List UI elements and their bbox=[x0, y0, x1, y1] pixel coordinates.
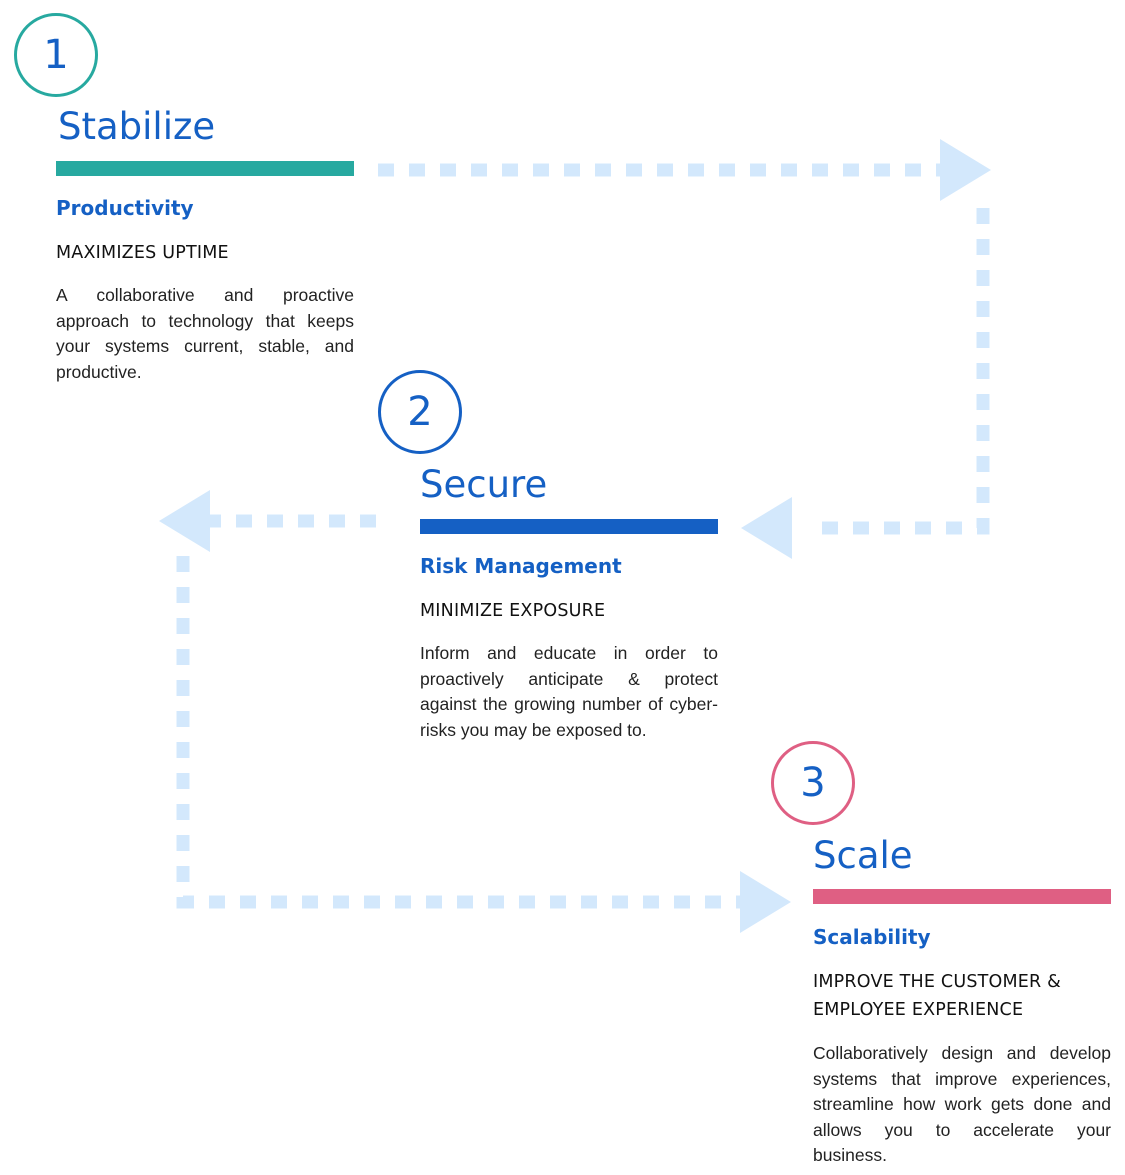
stage-subtitle-scalability: Scalability bbox=[813, 925, 931, 949]
stage-tagline-3: IMPROVE THE CUSTOMER & EMPLOYEE EXPERIEN… bbox=[813, 972, 1062, 1020]
stage-description-1: A collaborative and proactive approach t… bbox=[56, 285, 354, 382]
arrow-right-icon bbox=[740, 871, 791, 933]
stage-description-3: Collaboratively design and develop syste… bbox=[813, 1043, 1111, 1165]
stage-subtitle-risk-management: Risk Management bbox=[420, 554, 622, 578]
step-number-badge-3: 3 bbox=[771, 741, 855, 825]
stage-description-2: Inform and educate in order to proactive… bbox=[420, 643, 718, 740]
arrow-left-icon bbox=[741, 497, 792, 559]
stage-accent-bar-2 bbox=[420, 519, 718, 534]
stage-tagline-2: MINIMIZE EXPOSURE bbox=[420, 601, 606, 621]
stage-subtitle-productivity: Productivity bbox=[56, 196, 194, 220]
stage-title-secure: Secure bbox=[420, 463, 548, 506]
arrow-right-icon bbox=[940, 139, 991, 201]
arrow-left-icon bbox=[159, 490, 210, 552]
stage-title-stabilize: Stabilize bbox=[58, 105, 216, 148]
stage-title-scale: Scale bbox=[813, 834, 913, 877]
step-number-badge-1: 1 bbox=[14, 13, 98, 97]
stage-accent-bar-1 bbox=[56, 161, 354, 176]
stage-tagline-1: MAXIMIZES UPTIME bbox=[56, 243, 229, 263]
stage-accent-bar-3 bbox=[813, 889, 1111, 904]
step-number-badge-2: 2 bbox=[378, 370, 462, 454]
connector-secure-to-scale bbox=[176, 514, 740, 909]
connector-stabilize-to-secure bbox=[378, 163, 990, 535]
